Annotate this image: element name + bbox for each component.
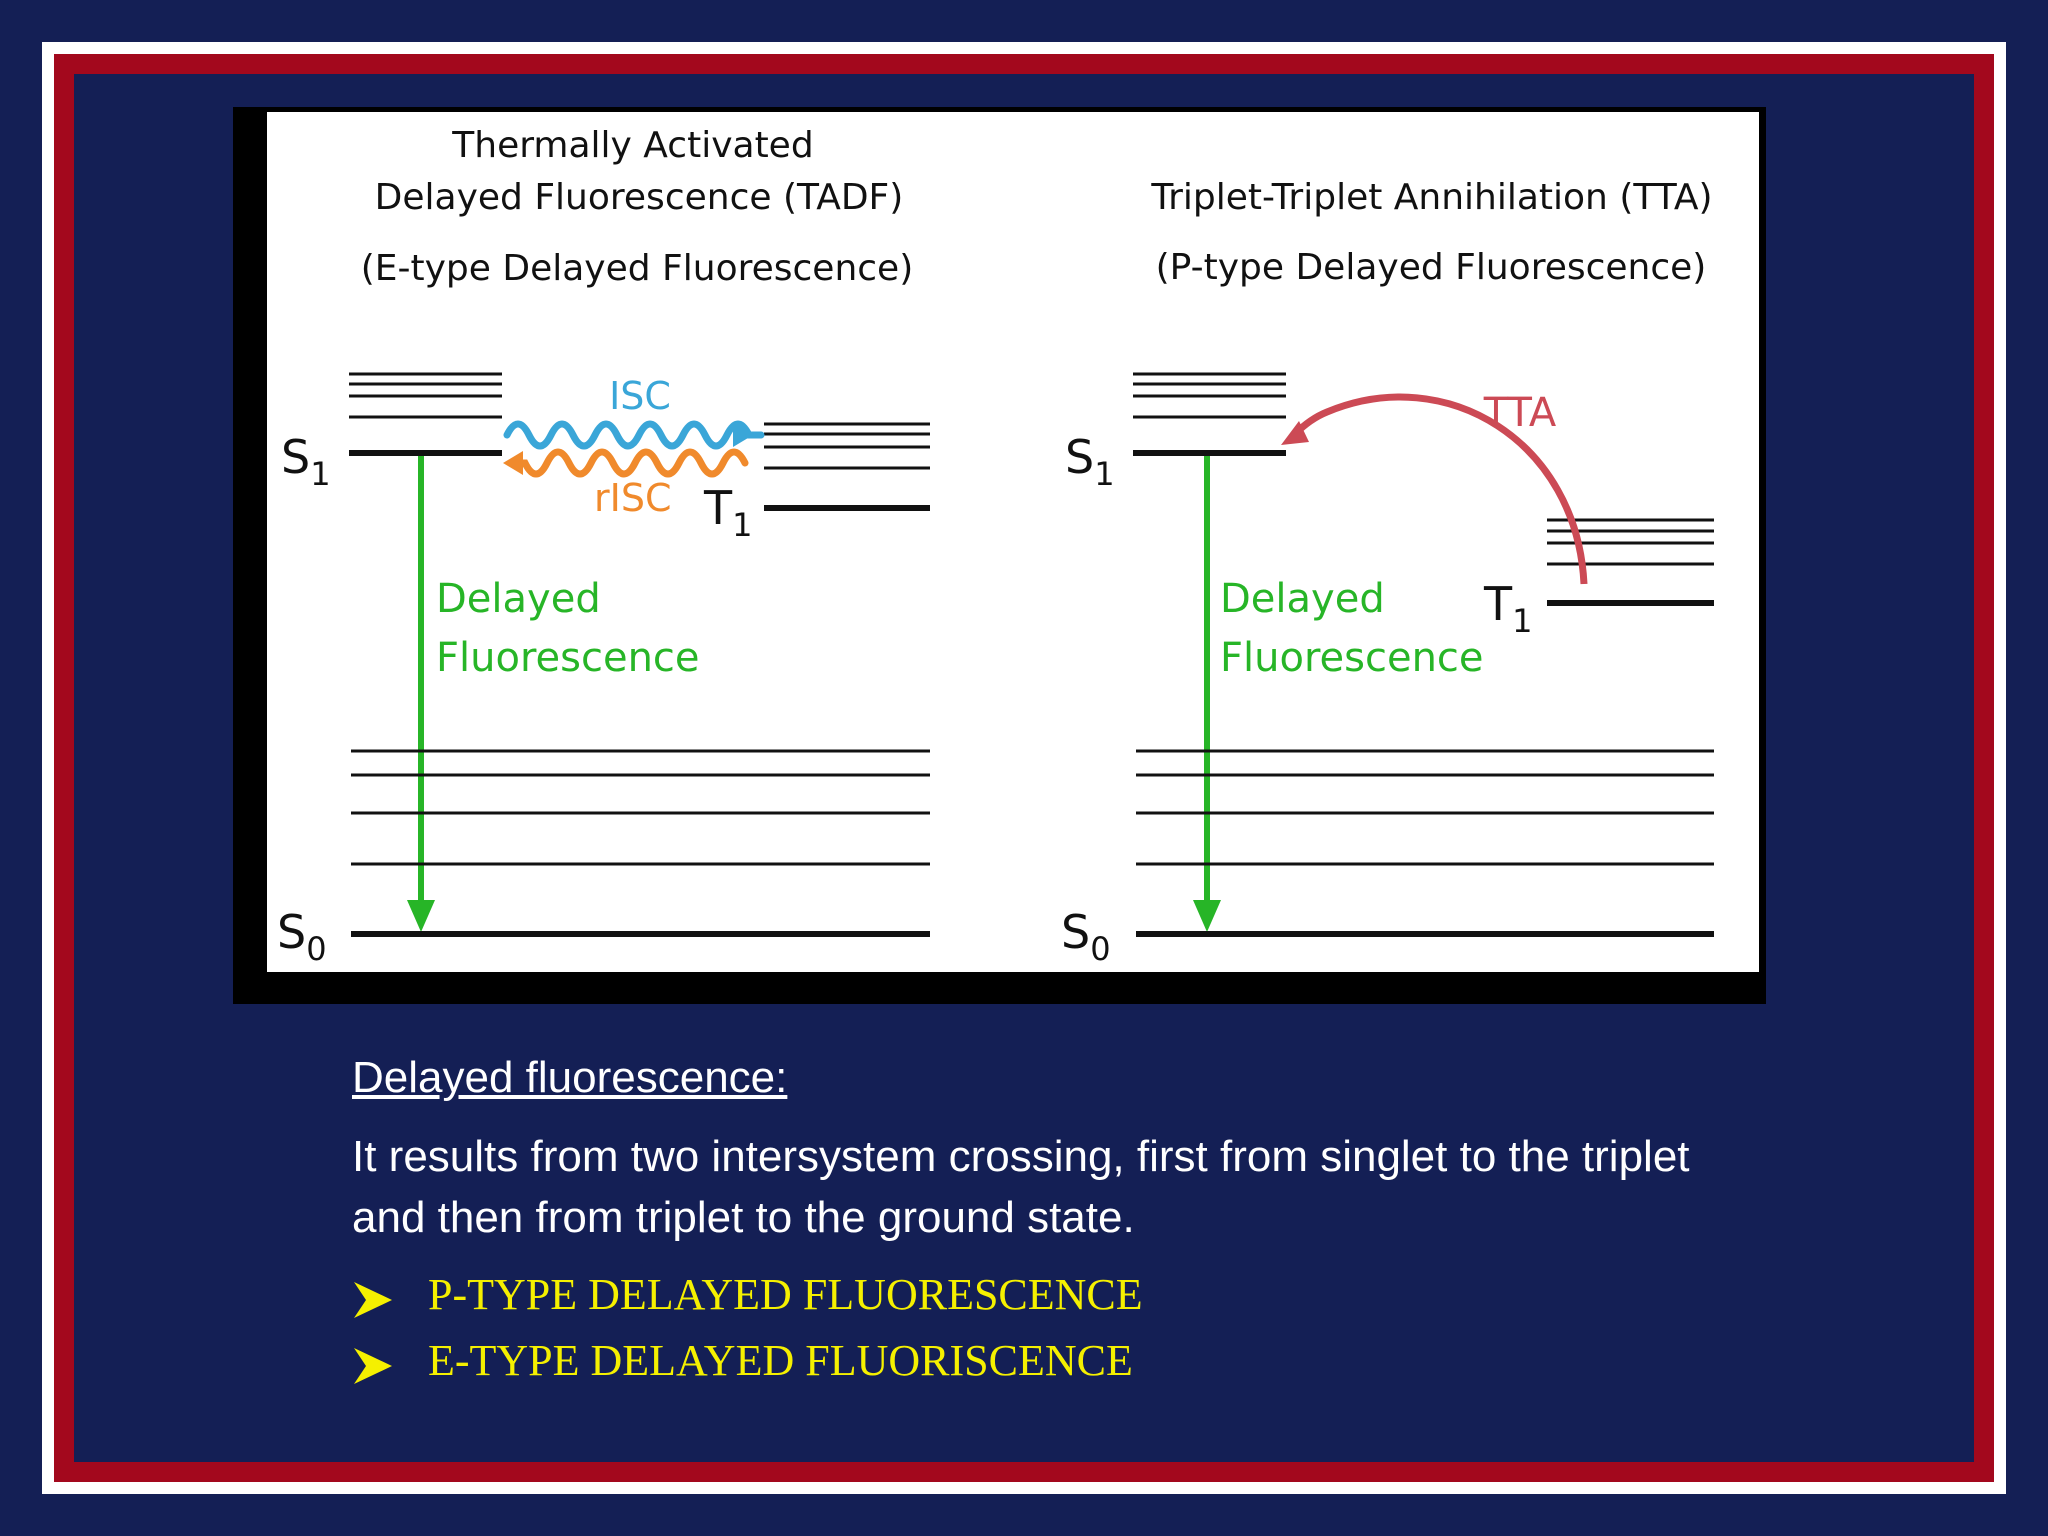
tadf-emission-label-line2: Fluorescence bbox=[436, 635, 700, 681]
tadf-emission-label-line1: Delayed bbox=[436, 576, 601, 622]
tadf-title-line2: Delayed Fluorescence (TADF) bbox=[375, 177, 904, 218]
diagram-canvas: Thermally Activated Delayed Fluorescence… bbox=[267, 112, 1759, 972]
tta-s0-levels bbox=[1136, 749, 1714, 937]
tta-subtitle: (P-type Delayed Fluorescence) bbox=[1156, 247, 1707, 288]
tta-t1-levels bbox=[1547, 518, 1714, 606]
tta-emission-label-line1: Delayed bbox=[1220, 576, 1385, 622]
tta-s0-label: S0 bbox=[1061, 905, 1111, 968]
tta-arrow bbox=[1281, 393, 1588, 585]
tta-emission-label-line2: Fluorescence bbox=[1220, 635, 1484, 681]
risc-arrow bbox=[503, 448, 749, 478]
caption-heading: Delayed fluorescence: bbox=[352, 1053, 788, 1102]
tadf-s0-label: S0 bbox=[277, 905, 327, 968]
risc-label: rISC bbox=[594, 476, 671, 520]
tadf-title-line1: Thermally Activated bbox=[451, 125, 813, 166]
arrow-bullet-icon bbox=[352, 1275, 394, 1319]
tadf-s0-levels bbox=[351, 749, 930, 937]
bullet-text: P-TYPE DELAYED FLUORESCENCE bbox=[428, 1270, 1143, 1320]
arrow-bullet-icon bbox=[352, 1341, 394, 1385]
tadf-s1-levels bbox=[349, 372, 502, 456]
tadf-subtitle: (E-type Delayed Fluorescence) bbox=[361, 248, 914, 289]
caption-body: It results from two intersystem crossing… bbox=[352, 1132, 1690, 1242]
tadf-panel: Thermally Activated Delayed Fluorescence… bbox=[277, 125, 930, 968]
isc-arrow bbox=[503, 420, 765, 450]
bullet-text: E-TYPE DELAYED FLUORISCENCE bbox=[428, 1336, 1133, 1386]
tadf-t1-label: T1 bbox=[703, 481, 752, 544]
bullet-list: P-TYPE DELAYED FLUORESCENCE E-TYPE DELAY… bbox=[352, 1262, 1752, 1394]
tta-t1-label: T1 bbox=[1483, 577, 1532, 640]
bullet-item: P-TYPE DELAYED FLUORESCENCE bbox=[352, 1262, 1752, 1328]
caption-block: Delayed fluorescence: It results from tw… bbox=[352, 1050, 1752, 1394]
tadf-emission-arrow bbox=[407, 456, 435, 932]
bullet-item: E-TYPE DELAYED FLUORISCENCE bbox=[352, 1328, 1752, 1394]
tta-title: Triplet-Triplet Annihilation (TTA) bbox=[1150, 177, 1712, 218]
isc-label: ISC bbox=[609, 374, 671, 418]
tta-panel: Triplet-Triplet Annihilation (TTA) (P-ty… bbox=[1061, 177, 1714, 968]
energy-diagram-svg: Thermally Activated Delayed Fluorescence… bbox=[277, 125, 1714, 968]
tta-label: TTA bbox=[1483, 390, 1557, 436]
tadf-t1-levels bbox=[764, 422, 930, 511]
tadf-s1-label: S1 bbox=[281, 430, 331, 493]
tta-s1-label: S1 bbox=[1065, 430, 1115, 493]
tta-s1-levels bbox=[1133, 372, 1286, 456]
tta-emission-arrow bbox=[1193, 456, 1221, 932]
